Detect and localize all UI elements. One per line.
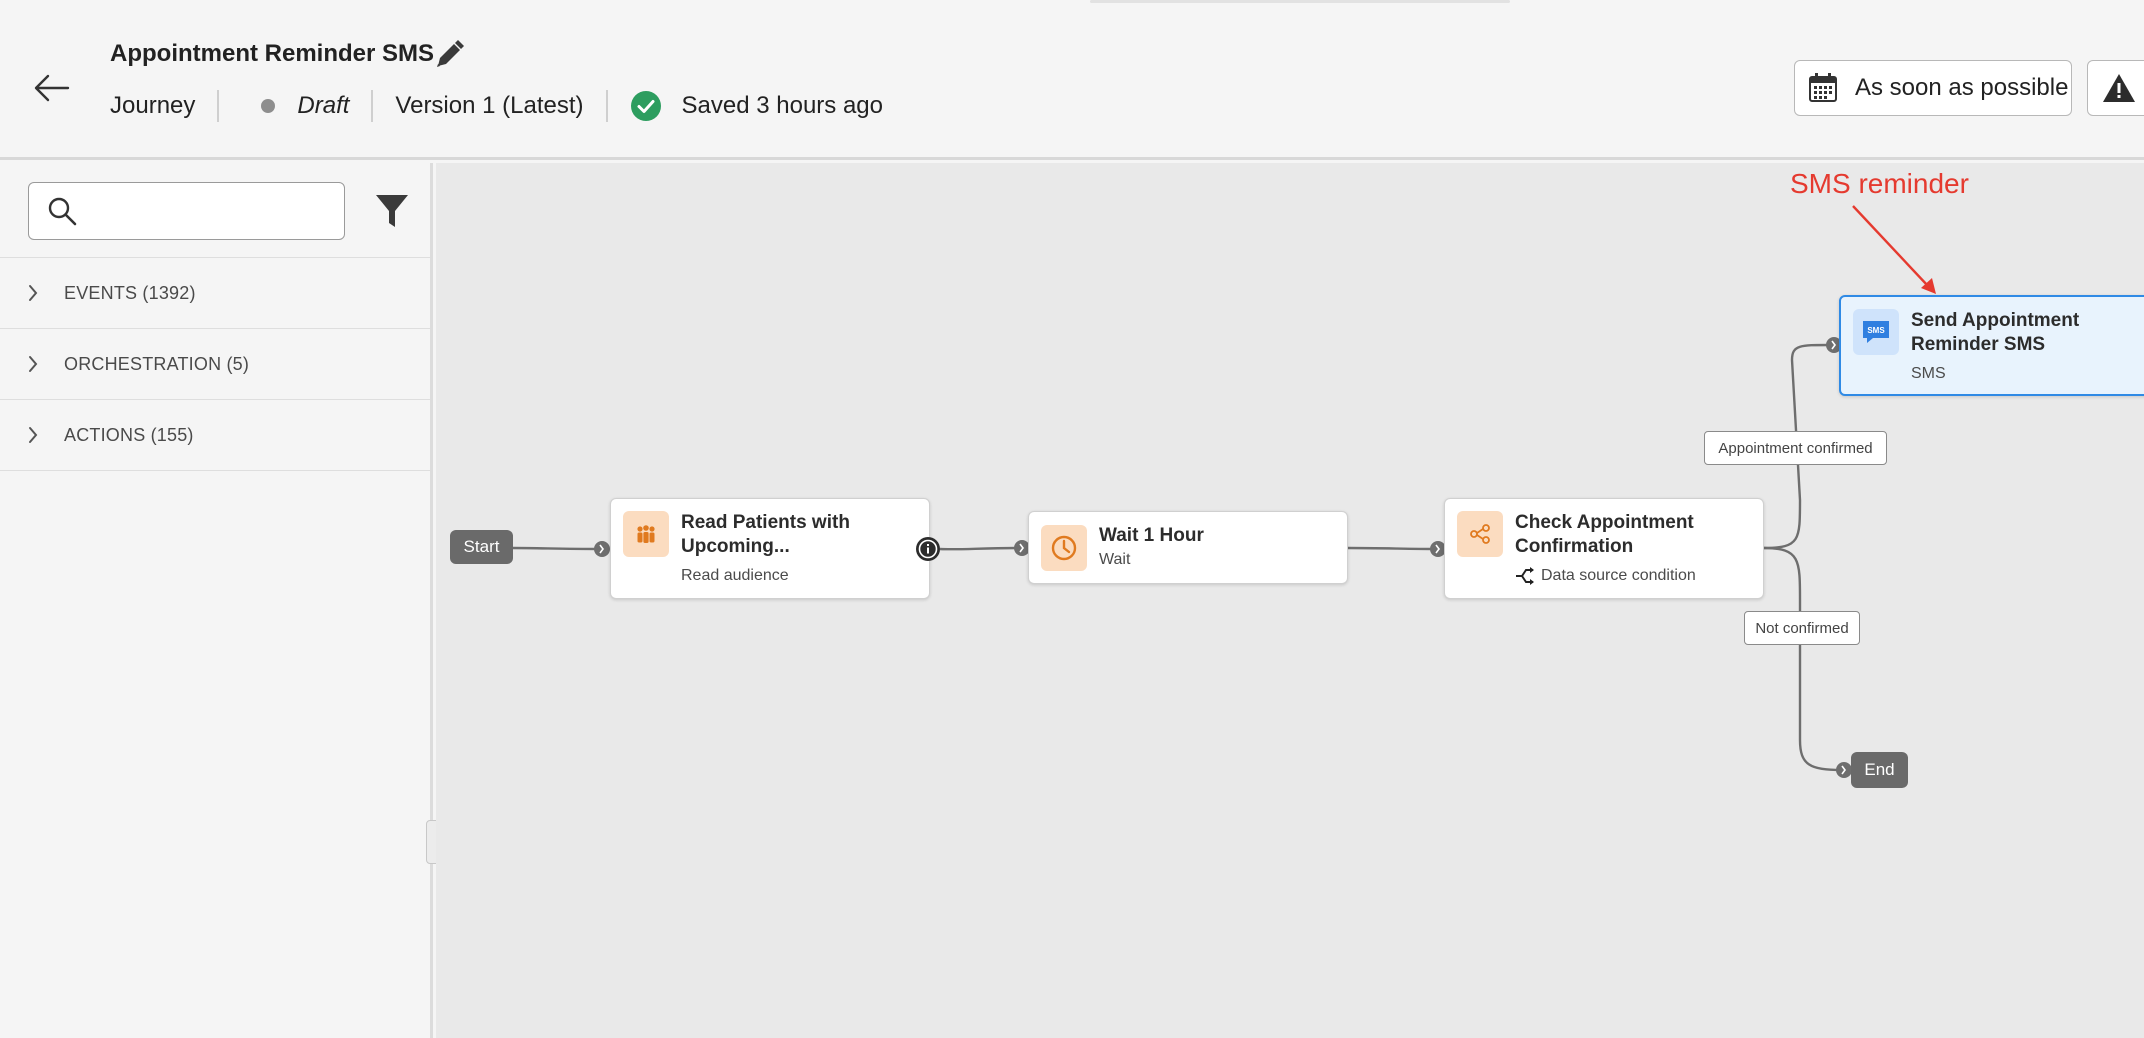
category-orchestration[interactable]: ORCHESTRATION (5) bbox=[0, 329, 430, 400]
status-label: Draft bbox=[297, 92, 350, 119]
node-title-line: Read Patients with bbox=[681, 512, 850, 533]
node-title: Send Appointment Reminder SMS bbox=[1911, 309, 2079, 357]
node-title-line: Reminder SMS bbox=[1911, 334, 2046, 355]
journey-title: Appointment Reminder SMS bbox=[110, 40, 435, 67]
meta-divider bbox=[605, 90, 608, 122]
chevron-right-icon bbox=[29, 285, 38, 301]
info-icon[interactable] bbox=[915, 536, 941, 562]
schedule-button[interactable]: As soon as possible bbox=[1794, 60, 2072, 116]
node-subtitle: Read audience bbox=[681, 567, 789, 584]
sms-icon-text: SMS bbox=[1867, 326, 1885, 335]
alerts-button[interactable] bbox=[2087, 60, 2144, 116]
check-circle-icon bbox=[630, 91, 661, 121]
category-actions[interactable]: ACTIONS (155) bbox=[0, 400, 430, 471]
arrow-left-icon bbox=[34, 74, 70, 102]
node-subtitle-text: Data source condition bbox=[1541, 567, 1696, 584]
condition-node[interactable]: Check Appointment Confirmation Data sour… bbox=[1444, 498, 1764, 599]
pencil-icon[interactable] bbox=[432, 38, 466, 72]
category-label: ACTIONS (155) bbox=[64, 424, 194, 445]
node-title-line: Confirmation bbox=[1515, 536, 1634, 557]
warning-icon bbox=[2103, 74, 2135, 102]
category-label: ORCHESTRATION (5) bbox=[64, 353, 250, 374]
saved-status: Saved 3 hours ago bbox=[681, 92, 883, 119]
path-label-text: Appointment confirmed bbox=[1718, 439, 1873, 457]
top-divider bbox=[1090, 0, 1510, 3]
condition-icon bbox=[1457, 511, 1503, 557]
sms-icon: SMS bbox=[1853, 309, 1899, 355]
end-node[interactable]: End bbox=[1851, 752, 1908, 788]
status-dot-icon bbox=[261, 99, 276, 113]
path-label-confirmed[interactable]: Appointment confirmed bbox=[1704, 431, 1887, 465]
audience-icon bbox=[623, 511, 669, 557]
calendar-icon bbox=[1809, 73, 1837, 102]
version-label: Version 1 (Latest) bbox=[395, 92, 584, 119]
node-title: Check Appointment Confirmation bbox=[1515, 511, 1694, 559]
search-input[interactable] bbox=[91, 198, 331, 224]
journey-meta: Journey Draft Version 1 (Latest) Saved 3… bbox=[110, 88, 883, 124]
wait-node[interactable]: Wait 1 Hour Wait bbox=[1028, 511, 1348, 584]
category-label: EVENTS (1392) bbox=[64, 282, 196, 303]
category-list: EVENTS (1392) ORCHESTRATION (5) ACTIONS … bbox=[0, 257, 430, 471]
node-title-line: Send Appointment bbox=[1911, 310, 2080, 331]
node-title-line: Upcoming... bbox=[681, 536, 790, 557]
sms-node[interactable]: SMS Send Appointment Reminder SMS SMS bbox=[1839, 295, 2144, 396]
annotation-label: SMS reminder bbox=[1790, 168, 1969, 199]
start-node[interactable]: Start bbox=[450, 530, 513, 564]
path-label-not-confirmed[interactable]: Not confirmed bbox=[1744, 611, 1860, 645]
read-audience-node[interactable]: Read Patients with Upcoming... Read audi… bbox=[610, 498, 930, 599]
journey-header: Appointment Reminder SMS Journey Draft V… bbox=[0, 0, 2144, 160]
chevron-right-icon bbox=[29, 356, 38, 372]
meta-divider bbox=[217, 90, 220, 122]
node-subtitle: Data source condition bbox=[1515, 567, 1696, 585]
node-title-line: Check Appointment bbox=[1515, 512, 1694, 533]
clock-icon bbox=[1041, 525, 1087, 571]
path-label-text: Not confirmed bbox=[1755, 619, 1849, 637]
start-label: Start bbox=[463, 537, 500, 556]
node-subtitle: SMS bbox=[1911, 365, 1946, 382]
activity-palette: EVENTS (1392) ORCHESTRATION (5) ACTIONS … bbox=[0, 163, 433, 1038]
node-subtitle: Wait bbox=[1099, 551, 1131, 568]
branch-icon bbox=[1516, 567, 1534, 585]
end-label: End bbox=[1864, 760, 1895, 779]
meta-divider bbox=[371, 90, 374, 122]
node-title-line: Wait 1 Hour bbox=[1099, 525, 1204, 546]
node-title: Wait 1 Hour bbox=[1099, 524, 1204, 548]
search-field[interactable] bbox=[28, 182, 345, 240]
node-title: Read Patients with Upcoming... bbox=[681, 511, 850, 559]
journey-type-label: Journey bbox=[110, 92, 196, 119]
back-button[interactable] bbox=[30, 68, 74, 108]
search-icon bbox=[48, 197, 77, 226]
category-events[interactable]: EVENTS (1392) bbox=[0, 258, 430, 329]
chevron-right-icon bbox=[29, 427, 38, 443]
schedule-label: As soon as possible bbox=[1855, 74, 2069, 101]
filter-icon[interactable] bbox=[374, 191, 410, 231]
